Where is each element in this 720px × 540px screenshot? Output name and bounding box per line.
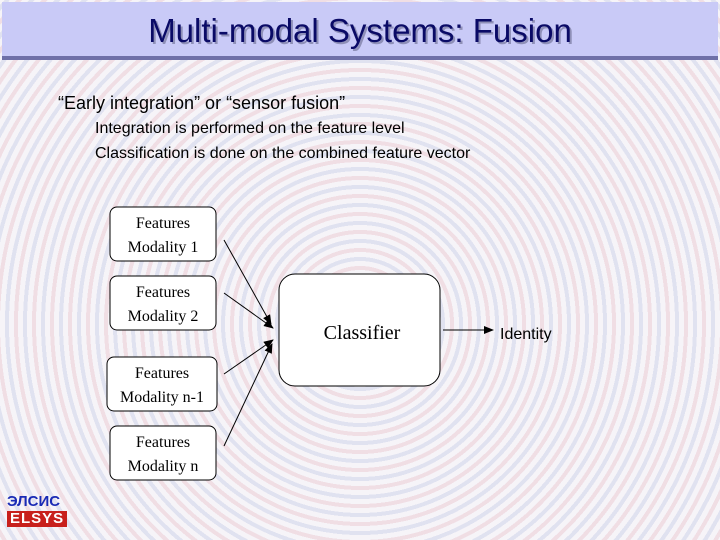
bullet-sub-2: Classification is done on the combined f… <box>95 145 471 162</box>
slide-title: Multi-modal Systems: Fusion <box>148 12 572 49</box>
bullet-main: “Early integration” or “sensor fusion” <box>58 93 346 113</box>
logo-bottom-text: ELSYS <box>7 511 68 527</box>
feature-box-4-line1: Features <box>136 434 190 451</box>
feature-box-3-line2: Modality n-1 <box>120 389 204 406</box>
feature-box-1-line1: Features <box>136 215 190 232</box>
classifier-box: Classifier <box>278 273 441 387</box>
feature-box-4: Features Modality n <box>109 425 217 481</box>
title-bar: Multi-modal Systems: Fusion <box>2 2 718 60</box>
feature-box-2-line1: Features <box>136 284 190 301</box>
feature-box-3-line1: Features <box>135 365 189 382</box>
arrow-modality-1 <box>223 239 272 325</box>
feature-box-2: Features Modality 2 <box>109 275 217 331</box>
elsys-logo: ЭЛСИС ELSYS <box>7 494 81 528</box>
feature-box-2-line2: Modality 2 <box>128 308 199 325</box>
feature-box-3: Features Modality n-1 <box>106 356 218 412</box>
feature-box-1-line2: Modality 1 <box>128 239 199 256</box>
feature-box-4-line2: Modality n <box>128 458 199 475</box>
classifier-label: Classifier <box>324 322 401 344</box>
arrow-modality-2 <box>223 292 274 329</box>
feature-box-1: Features Modality 1 <box>109 206 217 262</box>
arrow-modality-n <box>223 343 273 447</box>
identity-label: Identity <box>500 326 552 343</box>
bullet-list: “Early integration” or “sensor fusion” I… <box>58 93 470 170</box>
bullet-sub-1: Integration is performed on the feature … <box>95 120 405 137</box>
logo-top-text: ЭЛСИС <box>7 493 61 510</box>
